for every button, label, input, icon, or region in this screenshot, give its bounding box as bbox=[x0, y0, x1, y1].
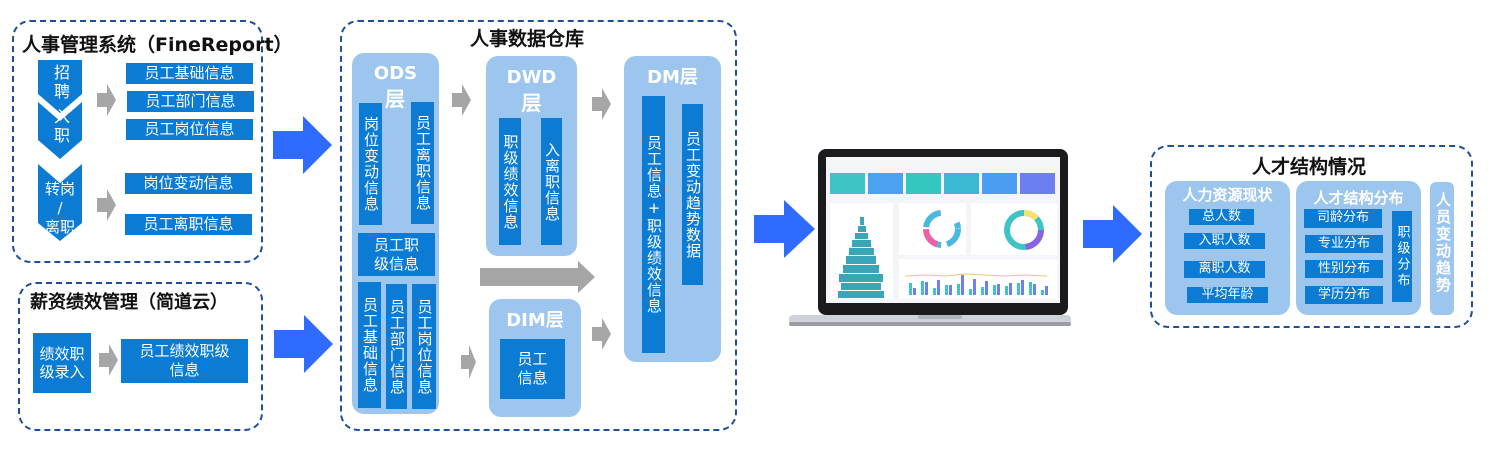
structure-item: 性别分布 bbox=[1305, 260, 1383, 278]
bar-chart bbox=[904, 273, 1048, 295]
output-resign-info: 员工离职信息 bbox=[125, 214, 252, 235]
structure-item: 学历分布 bbox=[1305, 286, 1383, 304]
output-post-change-info: 岗位变动信息 bbox=[125, 173, 252, 194]
hr-status-item: 离职人数 bbox=[1184, 261, 1265, 278]
ods-subtitle: 层 bbox=[385, 87, 405, 111]
dwd-subtitle: 层 bbox=[521, 91, 542, 115]
structure-item: 司龄分布 bbox=[1304, 209, 1382, 228]
blue-arrow-icon bbox=[274, 315, 333, 373]
chevron-transfer bbox=[38, 164, 82, 241]
dim-title: DIM层 bbox=[506, 310, 564, 331]
output-dept-info: 员工部门信息 bbox=[127, 91, 254, 112]
hr-system-title: 人事管理系统（FineReport） bbox=[22, 34, 293, 56]
stage-transfer: 转岗 / 离职 bbox=[38, 180, 82, 236]
dwd-title: DWD bbox=[506, 67, 557, 88]
chevron-onboard bbox=[38, 102, 82, 159]
stage-transfer-line: 转岗 bbox=[44, 180, 75, 198]
ods-title: ODS bbox=[373, 63, 418, 84]
payroll-group bbox=[18, 282, 263, 431]
gray-arrow-icon bbox=[97, 84, 116, 116]
ods-item: 员工职级信息 bbox=[358, 233, 435, 276]
pyramid-chart bbox=[838, 217, 884, 298]
ods-item: 员工部门信息 bbox=[386, 284, 407, 409]
laptop-dashboard-image bbox=[789, 149, 1071, 326]
kpi-cards bbox=[830, 173, 1055, 194]
hr-system-group bbox=[12, 20, 263, 263]
stage-chevrons bbox=[38, 60, 82, 241]
ods-item: 员工基础信息 bbox=[358, 282, 381, 408]
structure-title: 人才结构分布 bbox=[1313, 189, 1404, 207]
dim-item: 员工信息 bbox=[500, 339, 565, 399]
ods-item: 岗位变动信息 bbox=[359, 103, 382, 225]
stage-recruit: 招聘 bbox=[54, 63, 71, 102]
dm-item: 员工变动趋势数据 bbox=[682, 104, 703, 285]
talent-group bbox=[1150, 145, 1473, 328]
gray-arrow-icon bbox=[461, 345, 476, 379]
stage-transfer-line: / bbox=[57, 198, 63, 217]
blue-arrow-icon bbox=[1083, 205, 1142, 263]
stage-onboard: 入职 bbox=[54, 107, 71, 146]
hr-status-item: 平均年龄 bbox=[1187, 287, 1268, 303]
output-post-info: 员工岗位信息 bbox=[126, 119, 253, 140]
structure-side-item: 职级分布 bbox=[1392, 211, 1412, 302]
dm-layer bbox=[624, 56, 721, 362]
dm-item: 员工信息+职级绩效信息 bbox=[642, 96, 665, 353]
talent-title: 人才结构情况 bbox=[1252, 156, 1367, 178]
gray-arrow-icon bbox=[99, 344, 118, 376]
structure-item: 专业分布 bbox=[1305, 235, 1383, 253]
dwd-item: 入离职信息 bbox=[541, 118, 562, 245]
blue-arrow-icon bbox=[754, 200, 815, 258]
gray-arrow-icon bbox=[592, 88, 611, 120]
warehouse-group bbox=[340, 20, 737, 431]
stage-transfer-line: 离职 bbox=[44, 217, 75, 236]
gray-arrow-icon bbox=[592, 318, 611, 350]
payroll-title: 薪资绩效管理（简道云） bbox=[30, 292, 228, 313]
trend-panel bbox=[1430, 182, 1454, 315]
output-basic-info: 员工基础信息 bbox=[126, 63, 253, 84]
performance-input: 绩效职级录入 bbox=[33, 333, 91, 393]
performance-output: 员工绩效职级信息 bbox=[121, 339, 248, 383]
hr-status-title: 人力资源现状 bbox=[1182, 186, 1273, 204]
warehouse-title: 人事数据仓库 bbox=[470, 28, 585, 50]
ods-item: 员工离职信息 bbox=[411, 102, 434, 224]
trend-title: 人员变动趋势 bbox=[1434, 192, 1452, 294]
hr-status-item: 入职人数 bbox=[1184, 233, 1265, 249]
large-gray-arrow-icon bbox=[480, 261, 595, 293]
dm-title: DM层 bbox=[647, 67, 698, 88]
chevron-recruit bbox=[38, 60, 82, 113]
ods-item: 员工岗位信息 bbox=[412, 284, 436, 409]
blue-arrow-icon bbox=[273, 116, 332, 174]
dwd-item: 职级绩效信息 bbox=[499, 118, 521, 245]
gray-arrow-icon bbox=[452, 84, 471, 116]
donut-chart bbox=[923, 210, 961, 248]
hr-status-item: 总人数 bbox=[1189, 209, 1254, 225]
gray-arrow-icon bbox=[97, 189, 116, 221]
